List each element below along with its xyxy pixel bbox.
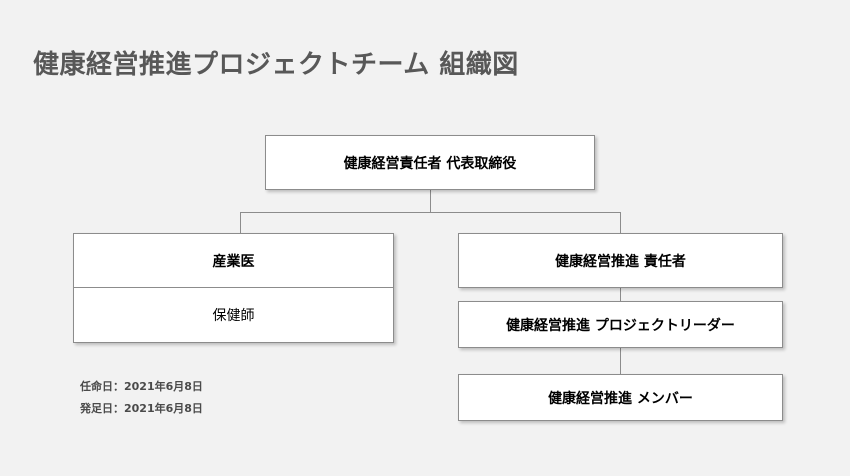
connector-right-branch-drop [620, 212, 621, 234]
footer-dates: 任命日：2021年6月8日 発足日：2021年6月8日 [80, 376, 203, 420]
connector-left-branch-drop [240, 212, 241, 234]
appointment-date: 任命日：2021年6月8日 [80, 380, 203, 393]
org-node-hokenshi-label: 保健師 [212, 308, 255, 324]
connector-right-node1-node2 [620, 288, 621, 301]
org-node-root-label: 健康経営責任者 代表取締役 [343, 155, 517, 172]
org-node-project-leader-label: 健康経営推進 プロジェクトリーダー [506, 317, 735, 334]
org-node-promotion-manager[interactable]: 健康経営推進 責任者 [458, 233, 783, 288]
org-node-project-leader[interactable]: 健康経営推進 プロジェクトリーダー [458, 301, 783, 348]
org-node-member[interactable]: 健康経営推進 メンバー [458, 374, 783, 421]
page-title: 健康経営推進プロジェクトチーム 組織図 [33, 50, 519, 80]
connector-root-drop [430, 190, 431, 213]
connector-horizontal-bus [240, 212, 621, 213]
org-node-member-label: 健康経営推進 メンバー [548, 390, 693, 407]
org-node-sangyoui[interactable]: 産業医 [74, 234, 393, 288]
connector-right-node2-node3 [620, 348, 621, 374]
org-left-branch-group: 産業医 保健師 [73, 233, 394, 343]
org-node-root[interactable]: 健康経営責任者 代表取締役 [265, 135, 595, 190]
establishment-date: 発足日：2021年6月8日 [80, 402, 203, 415]
org-node-promotion-manager-label: 健康経営推進 責任者 [555, 253, 686, 270]
org-node-hokenshi[interactable]: 保健師 [74, 288, 393, 342]
org-node-sangyoui-label: 産業医 [212, 253, 255, 270]
